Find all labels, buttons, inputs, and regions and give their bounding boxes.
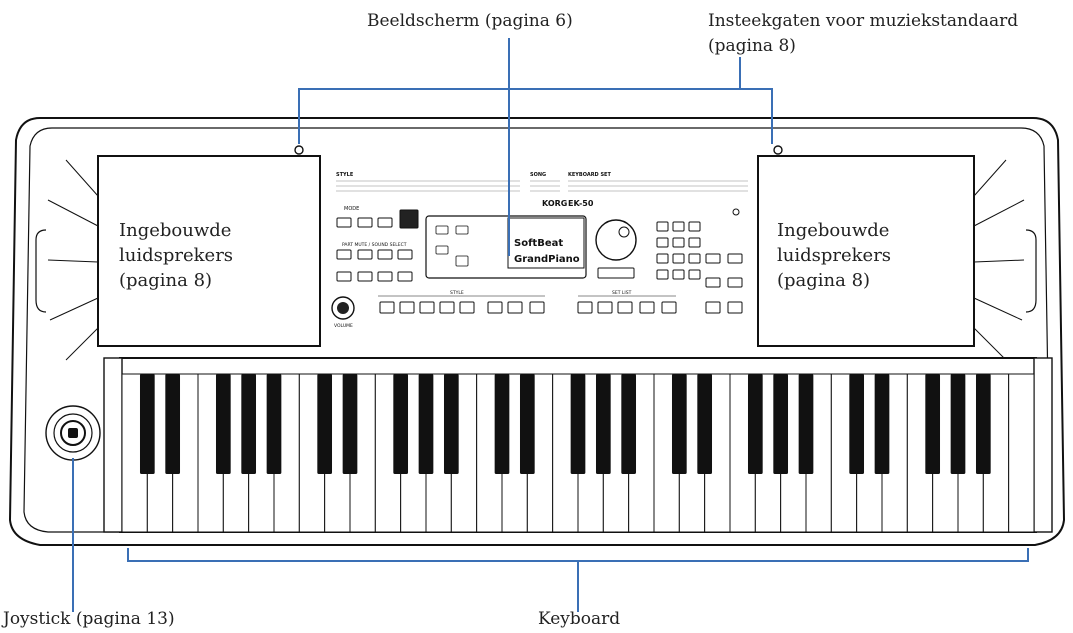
style-row-label: STYLE [450,290,464,296]
speaker-right-line1: Ingebouwde [777,220,890,241]
black-key [849,374,865,474]
brand-logo: KORG [542,199,567,208]
speaker-left-line2: luidsprekers [119,245,234,266]
value-dial [595,219,637,261]
black-key [697,374,713,474]
black-key [215,374,231,474]
speaker-left-line3: (pagina 8) [119,270,213,291]
speaker-left-label: Ingebouwde luidsprekers (pagina 8) [119,218,233,293]
black-key [139,374,155,474]
callout-lines [72,38,1029,612]
left-speaker-box [97,155,321,347]
black-key [266,374,282,474]
black-key [671,374,687,474]
black-key [595,374,611,474]
part-mute-label: PART MUTE / SOUND SELECT [342,242,407,248]
black-key [393,374,409,474]
callout-display: Beeldscherm (pagina 6) [367,11,573,31]
lcd-line-1: SoftBeat [514,238,563,249]
black-key [798,374,814,474]
black-key [773,374,789,474]
callout-music-stand-line1: Insteekgaten voor muziekstandaard [708,11,1019,31]
lcd-line-2: GrandPiano [514,254,580,265]
joystick-knob [68,428,78,438]
callout-joystick: Joystick (pagina 13) [3,609,175,629]
music-stand-hole-left [294,145,304,155]
black-keys [139,374,991,474]
black-key [418,374,434,474]
black-key [975,374,991,474]
left-handle [35,229,47,313]
speaker-right-line2: luidsprekers [777,245,892,266]
black-key [317,374,333,474]
speaker-right-line3: (pagina 8) [777,270,871,291]
set-list-label: SET LIST [612,290,632,296]
lcd-screen [507,217,585,269]
right-speaker-box [757,155,975,347]
black-key [874,374,890,474]
black-key [494,374,510,474]
black-key [519,374,535,474]
black-key [570,374,586,474]
white-key [1008,373,1035,533]
music-stand-hole-right [773,145,783,155]
right-handle [1025,229,1037,313]
song-group-label: SONG [530,172,546,178]
model-label: EK-50 [568,199,594,208]
keyboard-set-group-label: KEYBOARD SET [568,172,611,178]
black-key [747,374,763,474]
callout-music-stand-line2: (pagina 8) [708,36,796,56]
black-key [621,374,637,474]
black-key [342,374,358,474]
callout-keyboard: Keyboard [538,609,621,629]
black-key [443,374,459,474]
volume-label: VOLUME [334,323,353,329]
black-key [950,374,966,474]
black-key [925,374,941,474]
black-key [165,374,181,474]
speaker-right-label: Ingebouwde luidsprekers (pagina 8) [777,218,891,293]
speaker-left-line1: Ingebouwde [119,220,232,241]
mode-label: MODE [344,206,359,212]
style-group-label: STYLE [336,172,354,178]
black-key [241,374,257,474]
